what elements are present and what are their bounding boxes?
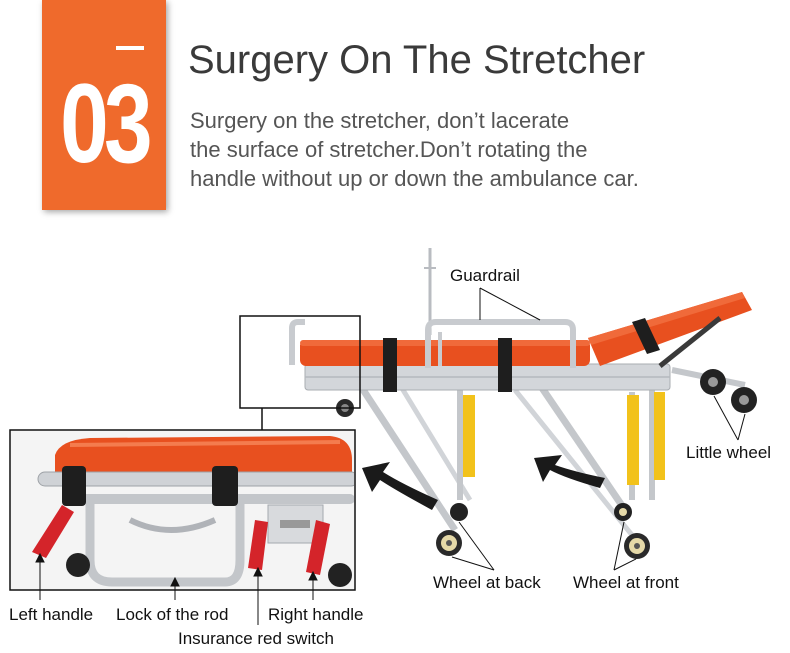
arrow-front-icon [534,455,605,488]
badge-dash [116,46,144,50]
section-number-badge: 03 [42,0,166,210]
description-line-1: Surgery on the stretcher, don’t lacerate [190,108,570,133]
description-line-3: handle without up or down the ambulance … [190,166,639,191]
section-number: 03 [60,61,152,186]
detail-highlight-box [239,315,361,409]
label-insurance-red-switch: Insurance red switch [178,629,334,648]
page-title: Surgery On The Stretcher [188,38,646,82]
arrow-back-icon [362,462,438,510]
detail-panel [9,429,356,591]
stretcher-main [289,248,757,559]
description: Surgery on the stretcher, don’t lacerate… [190,106,730,193]
label-right-handle: Right handle [268,605,364,624]
description-line-2: the surface of stretcher.Don’t rotating … [190,137,588,162]
label-little-wheel: Little wheel [686,443,772,462]
label-guardrail: Guardrail [450,266,520,285]
label-wheel-at-front: Wheel at front [573,573,679,592]
label-lock-of-the-rod: Lock of the rod [116,605,229,624]
label-left-handle: Left handle [9,605,94,624]
label-wheel-at-back: Wheel at back [433,573,541,592]
